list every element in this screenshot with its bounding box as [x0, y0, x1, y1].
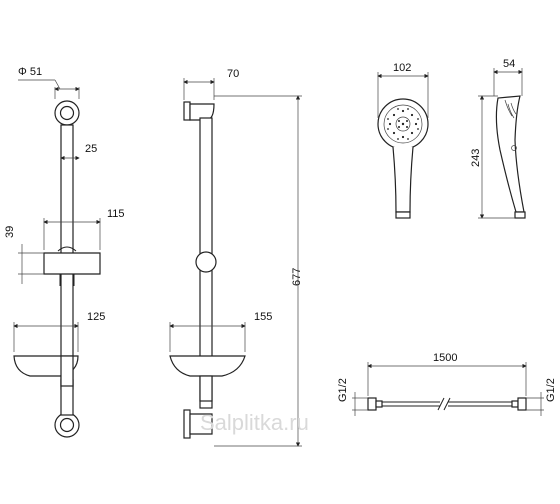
- front-view: Φ 51 25 39 115 125: [4, 66, 125, 438]
- front-diameter-label: Φ 51: [18, 66, 42, 78]
- hand-shower-side: 54 243: [470, 58, 526, 219]
- side-view: 70 677 155: [169, 68, 303, 447]
- hose-left-nut: [367, 397, 377, 411]
- watermark: Salplitka.ru: [200, 410, 309, 435]
- hose: 1500 G1/2 G1/2: [337, 352, 557, 416]
- side-holder-knob: [195, 251, 217, 273]
- hand-shower-depth-label: 54: [503, 58, 515, 70]
- front-soap-dish-label: 125: [87, 311, 105, 323]
- front-rail-width-label: 25: [85, 143, 97, 155]
- hose-right-nut: [517, 397, 527, 411]
- side-rail-length-label: 677: [291, 268, 303, 286]
- hand-shower-handle: [392, 146, 414, 213]
- hand-shower-length-label: 243: [470, 149, 482, 167]
- side-soap-dish-label: 155: [254, 311, 272, 323]
- spray-nozzles: [387, 108, 419, 140]
- hose-thread-right-label: G1/2: [545, 378, 557, 402]
- front-holder-height-label: 39: [4, 226, 16, 238]
- side-bottom-bracket: [189, 413, 213, 435]
- hose-thread-left-label: G1/2: [337, 378, 349, 402]
- hand-shower-diameter-label: 102: [393, 62, 411, 74]
- front-holder: [43, 252, 101, 275]
- hose-length-label: 1500: [433, 352, 457, 364]
- side-soap-dish: [169, 355, 246, 377]
- side-wall-offset-label: 70: [227, 68, 239, 80]
- hand-shower-front: 102: [377, 62, 429, 219]
- front-holder-depth-label: 115: [107, 208, 125, 220]
